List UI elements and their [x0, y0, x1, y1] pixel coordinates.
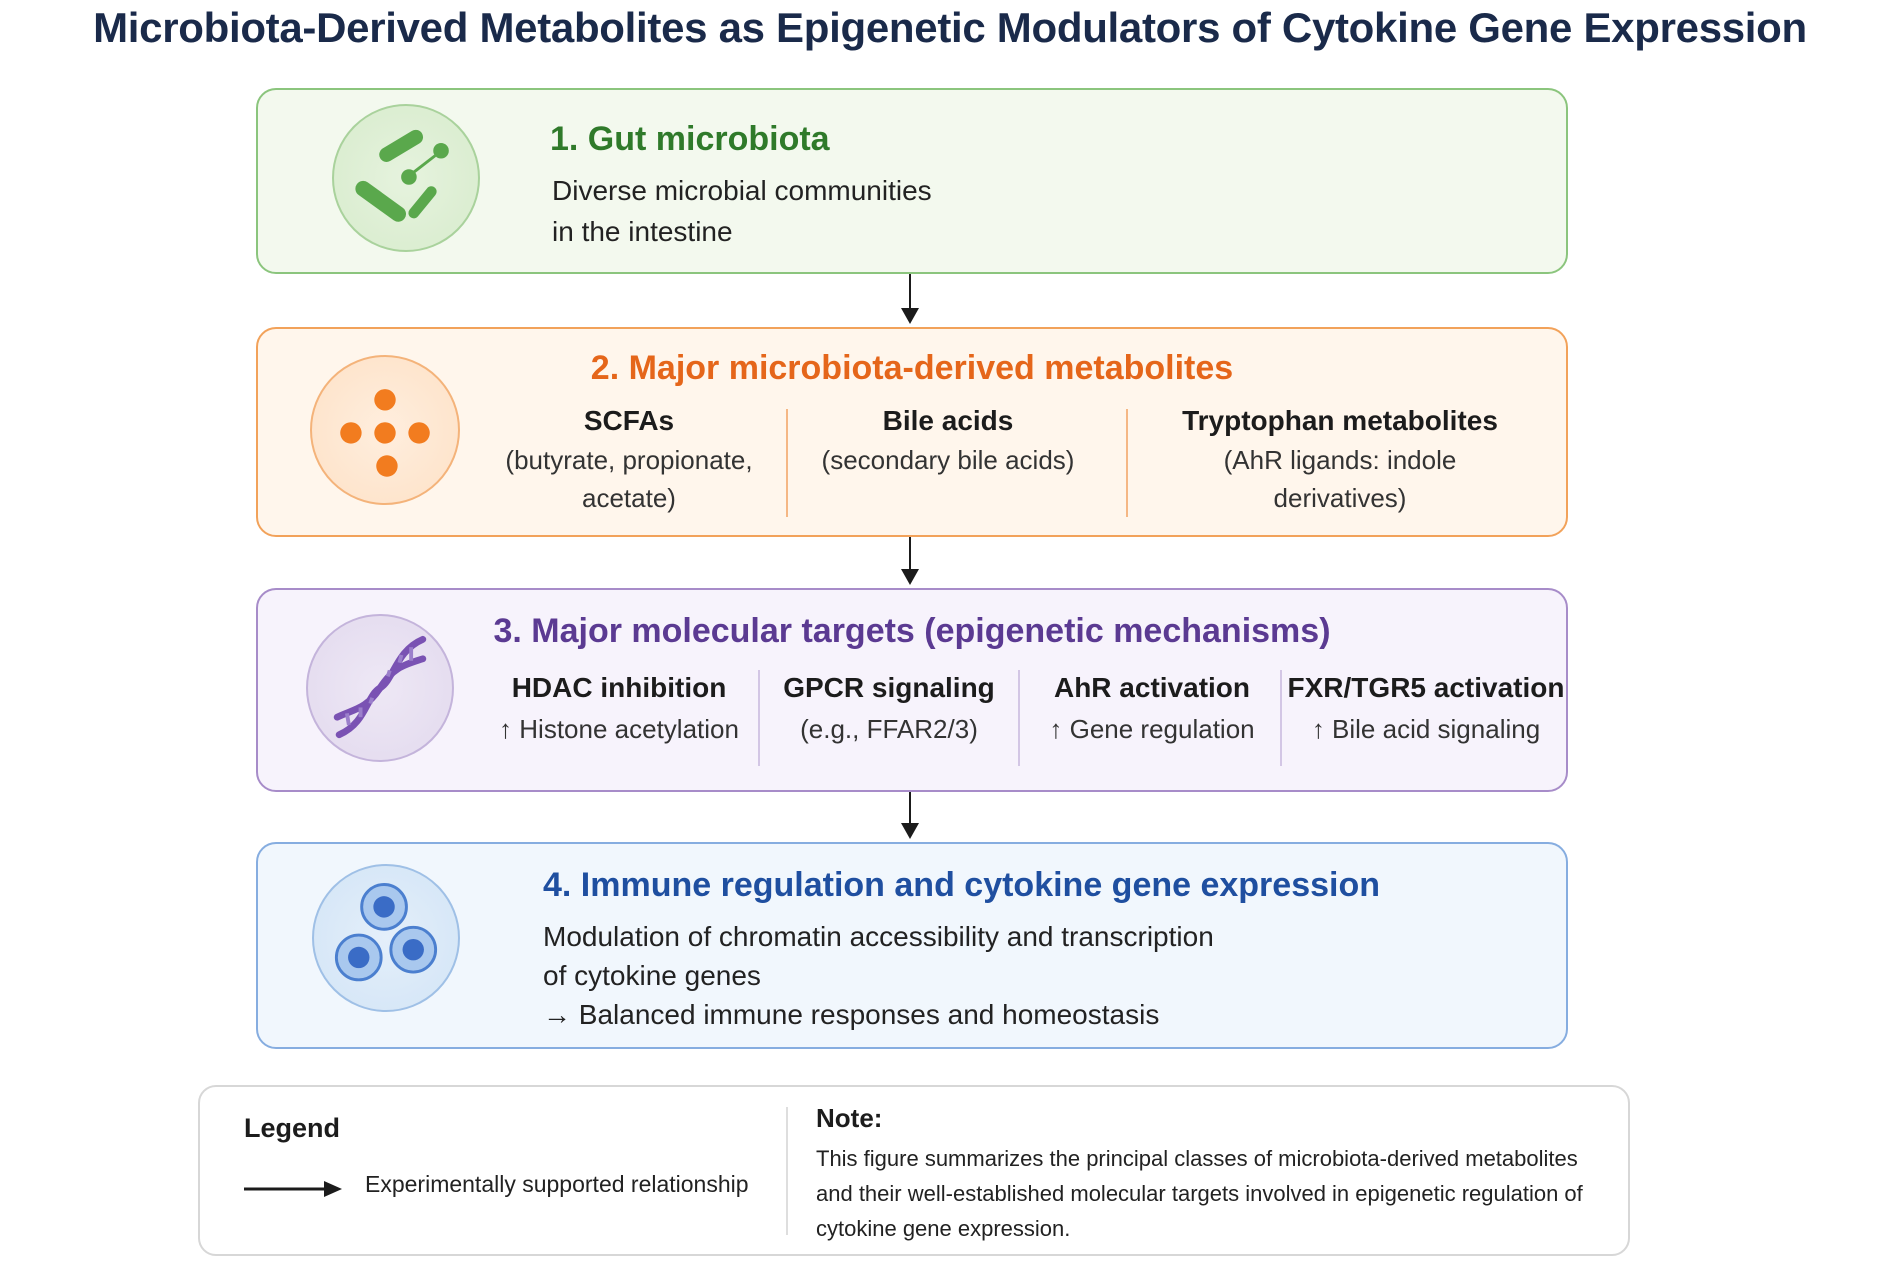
metabolite-bile-acids: Bile acids (secondary bile acids): [798, 405, 1098, 479]
desc-line: → Balanced immune responses and homeosta…: [543, 999, 1160, 1030]
metabolite-tryptophan: Tryptophan metabolites (AhR ligands: ind…: [1140, 405, 1540, 517]
column-name: Bile acids: [882, 405, 1014, 436]
column-detail: (secondary bile acids): [798, 441, 1098, 479]
detail-line: derivatives): [1273, 483, 1407, 513]
column-name: AhR activation: [1053, 672, 1251, 703]
target-hdac-inhibition: HDAC inhibition ↑ Histone acetylation: [474, 672, 764, 748]
step-2-box: 2. Major microbiota-derived metabolites …: [256, 327, 1568, 537]
immune-cells-icon: [312, 864, 460, 1012]
target-ahr-activation: AhR activation ↑ Gene regulation: [1024, 672, 1280, 748]
column-detail: ↑ Gene regulation: [1049, 714, 1255, 744]
step-4-box: 4. Immune regulation and cytokine gene e…: [256, 842, 1568, 1049]
metabolite-molecules-icon: [310, 355, 460, 505]
column-name: Tryptophan metabolites: [1182, 405, 1498, 436]
column-detail: (butyrate, propionate, acetate): [484, 441, 774, 517]
note-text: This figure summarizes the principal cla…: [816, 1146, 1583, 1241]
step-1-description: Diverse microbial communities in the int…: [552, 170, 932, 252]
desc-line: Modulation of chromatin accessibility an…: [543, 921, 1214, 952]
step-4-description: Modulation of chromatin accessibility an…: [543, 917, 1214, 1034]
step-1-title: 1. Gut microbiota: [550, 120, 830, 158]
bacteria-icon: [332, 104, 480, 252]
page-title: Microbiota-Derived Metabolites as Epigen…: [93, 4, 1807, 51]
column-name: SCFAs: [583, 405, 675, 436]
desc-line: of cytokine genes: [543, 960, 761, 991]
flow-arrow-2-3: [901, 537, 919, 585]
column-detail: (AhR ligands: indole derivatives): [1140, 441, 1540, 517]
legend-divider: [786, 1107, 788, 1235]
metabolite-scfas: SCFAs (butyrate, propionate, acetate): [484, 405, 774, 517]
column-name: HDAC inhibition: [511, 672, 727, 703]
column-detail: ↑ Histone acetylation: [499, 714, 739, 744]
column-divider: [1126, 409, 1128, 517]
legend-arrow-icon: [244, 1181, 342, 1197]
step-2-title: 2. Major microbiota-derived metabolites: [590, 349, 1234, 387]
column-divider: [786, 409, 788, 517]
step-3-box: 3. Major molecular targets (epigenetic m…: [256, 588, 1568, 792]
column-detail: ↑ Bile acid signaling: [1311, 714, 1541, 744]
legend-title: Legend: [244, 1113, 341, 1143]
column-divider: [1280, 670, 1282, 766]
detail-line: (butyrate, propionate,: [505, 445, 753, 475]
column-name: FXR/TGR5 activation: [1287, 672, 1565, 703]
dna-helix-icon: [306, 614, 454, 762]
target-gpcr-signaling: GPCR signaling (e.g., FFAR2/3): [764, 672, 1014, 748]
legend-panel: Legend Experimentally supported relation…: [198, 1085, 1630, 1256]
flow-arrow-3-4: [901, 792, 919, 839]
target-fxr-tgr5-activation: FXR/TGR5 activation ↑ Bile acid signalin…: [1286, 672, 1566, 748]
column-divider: [1018, 670, 1020, 766]
note-title: Note:: [816, 1103, 883, 1133]
step-4-title: 4. Immune regulation and cytokine gene e…: [543, 866, 1381, 904]
detail-line: (secondary bile acids): [821, 445, 1075, 475]
desc-line: in the intestine: [552, 216, 733, 247]
detail-line: acetate): [582, 483, 676, 513]
step-3-title: 3. Major molecular targets (epigenetic m…: [493, 612, 1331, 650]
legend-arrow-label: Experimentally supported relationship: [365, 1171, 749, 1197]
detail-line: (AhR ligands: indole: [1223, 445, 1457, 475]
desc-line: Diverse microbial communities: [552, 175, 932, 206]
column-detail: (e.g., FFAR2/3): [800, 714, 978, 744]
flow-arrow-1-2: [901, 274, 919, 324]
column-name: GPCR signaling: [783, 672, 995, 703]
step-1-box: 1. Gut microbiota Diverse microbial comm…: [256, 88, 1568, 274]
column-divider: [758, 670, 760, 766]
